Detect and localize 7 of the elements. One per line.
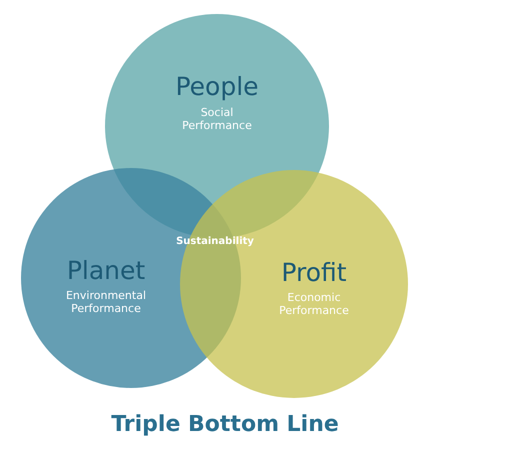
circle-heading: Planet xyxy=(66,256,146,285)
circle-subtitle: Economic Performance xyxy=(278,291,350,317)
circle-subtitle: Environmental Performance xyxy=(64,289,148,315)
circle-heading: People xyxy=(175,72,259,101)
circle-subtitle: Social Performance xyxy=(181,106,253,132)
circle-heading: Profit xyxy=(281,258,347,287)
diagram-title: Triple Bottom Line xyxy=(111,412,339,437)
